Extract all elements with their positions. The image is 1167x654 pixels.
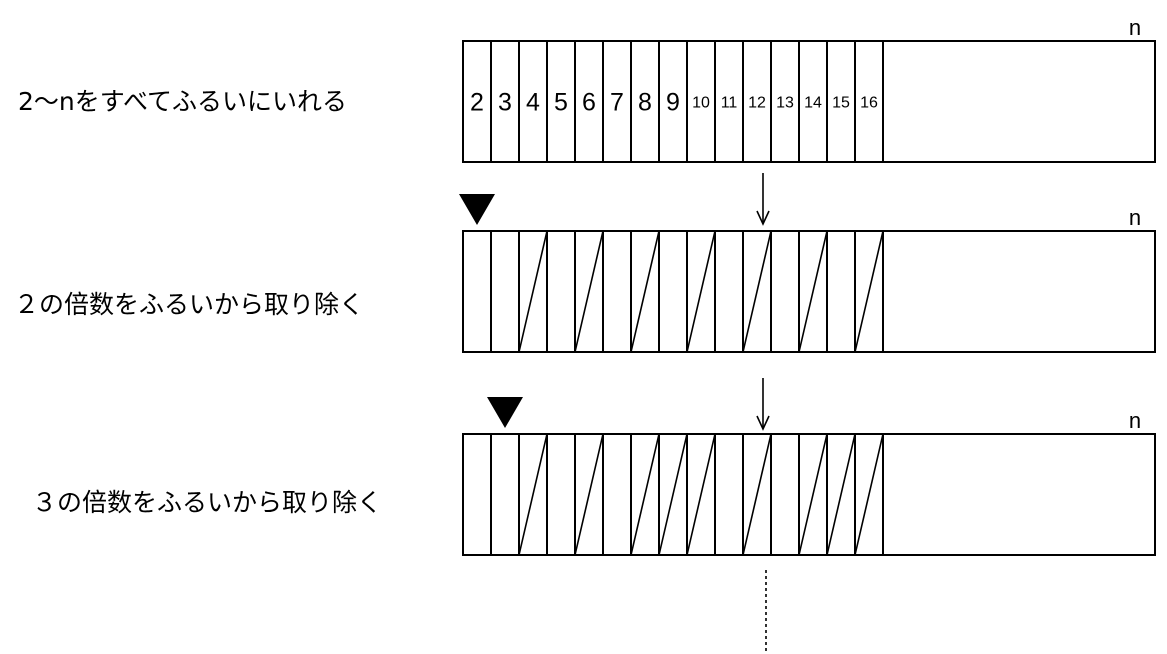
- cell-strike-mark: [798, 433, 828, 556]
- cell-strike-mark: [630, 433, 660, 556]
- cell-number: 4: [526, 89, 540, 117]
- cell-number: 16: [860, 95, 878, 112]
- current-prime-marker: [459, 194, 495, 225]
- row-2-n-label: n: [1129, 205, 1141, 230]
- cell-number: 10: [692, 95, 710, 112]
- cell-strike-mark: [798, 230, 828, 353]
- cell-number: 12: [748, 95, 766, 112]
- cell-strike-mark: [742, 433, 772, 556]
- cell-strike-mark: [686, 230, 716, 353]
- cell-strike-mark: [826, 433, 856, 556]
- cell-strike-mark: [518, 433, 548, 556]
- row-3-n-label: n: [1129, 408, 1141, 433]
- down-arrow-1: [756, 173, 770, 226]
- cell-strike-mark: [574, 230, 604, 353]
- current-prime-marker: [487, 397, 523, 428]
- cell-number: 6: [582, 89, 596, 117]
- cell-strike-mark: [574, 433, 604, 556]
- cell-strike-mark: [686, 433, 716, 556]
- cell-number: 7: [610, 89, 624, 117]
- row-3-sieve-box: [462, 433, 1156, 556]
- row-1-sieve-box: [462, 40, 1156, 163]
- cell-number: 8: [638, 89, 652, 117]
- cell-number: 9: [666, 89, 680, 117]
- cell-strike-mark: [630, 230, 660, 353]
- cell-number: 11: [721, 95, 738, 112]
- row-1-label: 2～nをすべてふるいにいれる: [18, 87, 347, 116]
- row-3-label: ３の倍数をふるいから取り除く: [32, 488, 382, 517]
- cell-number: 14: [804, 95, 822, 112]
- row-3-cells: [487, 397, 884, 556]
- row-1-n-label: n: [1129, 15, 1141, 40]
- row-2-sieve-box: [462, 230, 1156, 353]
- row-2-cells: [459, 194, 884, 353]
- cell-strike-mark: [854, 230, 884, 353]
- cell-number: 2: [470, 89, 484, 117]
- cell-strike-mark: [742, 230, 772, 353]
- row-2-label: ２の倍数をふるいから取り除く: [14, 290, 364, 319]
- cell-number: 15: [832, 95, 850, 112]
- cell-number: 5: [554, 89, 568, 117]
- cell-number: 3: [498, 89, 512, 117]
- cell-strike-mark: [854, 433, 884, 556]
- down-arrow-2: [756, 378, 770, 431]
- cell-strike-mark: [658, 433, 688, 556]
- cell-strike-mark: [518, 230, 548, 353]
- cell-number: 13: [776, 95, 794, 112]
